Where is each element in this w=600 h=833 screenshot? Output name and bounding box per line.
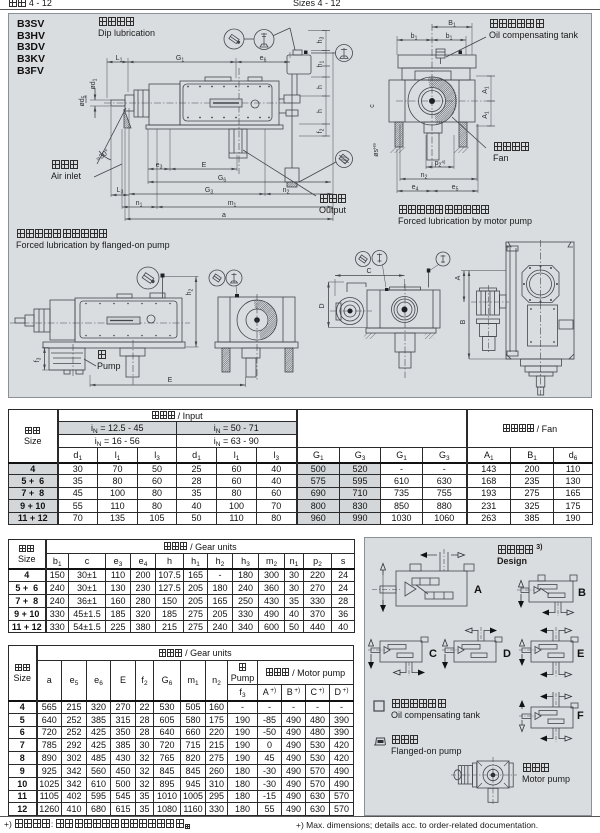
svg-text:D: D: [319, 303, 326, 308]
svg-text:B: B: [578, 587, 586, 599]
svg-text:E: E: [202, 162, 207, 169]
svg-text:n2: n2: [421, 172, 428, 181]
svg-text:e4: e4: [412, 184, 419, 193]
svg-text:ød1: ød1: [90, 78, 99, 89]
svg-text:G1: G1: [176, 55, 184, 64]
svg-text:B: B: [460, 319, 467, 324]
svg-text:C: C: [429, 648, 437, 660]
svg-text:L3: L3: [117, 187, 124, 196]
svg-text:e3: e3: [156, 162, 163, 171]
svg-text:øsH9: øsH9: [372, 143, 380, 157]
svg-text:f2: f2: [317, 128, 326, 133]
svg-text:D: D: [503, 648, 511, 660]
svg-text:G6: G6: [218, 175, 226, 184]
svg-text:b1: b1: [446, 33, 453, 42]
svg-text:C: C: [366, 268, 371, 275]
svg-text:n2: n2: [283, 187, 290, 196]
svg-text:F: F: [577, 710, 584, 722]
svg-text:A: A: [474, 584, 482, 596]
svg-text:A: A: [455, 275, 462, 280]
svg-text:ød5: ød5: [79, 95, 88, 106]
svg-text:h1: h1: [317, 60, 326, 67]
svg-text:E: E: [577, 648, 584, 660]
svg-text:n1: n1: [136, 200, 143, 209]
svg-text:A1: A1: [482, 111, 491, 119]
svg-text:h2: h2: [186, 288, 195, 295]
svg-text:A1: A1: [482, 86, 491, 94]
svg-text:c: c: [369, 104, 376, 108]
svg-text:L1: L1: [116, 55, 123, 64]
svg-text:p24): p24): [435, 160, 446, 169]
svg-text:h3: h3: [317, 36, 326, 43]
svg-text:≈30°: ≈30°: [95, 148, 111, 163]
svg-text:e5: e5: [452, 184, 459, 193]
svg-text:h: h: [317, 85, 324, 89]
svg-text:f3: f3: [34, 357, 43, 362]
svg-text:a: a: [222, 212, 226, 219]
svg-text:e6: e6: [260, 55, 267, 64]
svg-text:b1: b1: [411, 33, 418, 42]
svg-text:E: E: [168, 377, 173, 384]
svg-text:h: h: [317, 109, 324, 113]
svg-text:m1: m1: [228, 200, 237, 209]
svg-text:G3: G3: [205, 187, 213, 196]
svg-text:B1: B1: [448, 20, 456, 29]
